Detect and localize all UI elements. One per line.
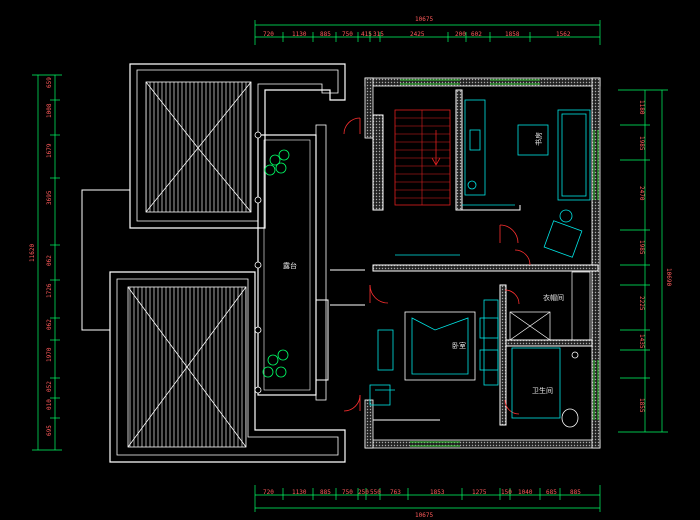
study-label: 书房: [534, 132, 543, 146]
dim-label: 1180: [638, 100, 645, 115]
dressing-fixtures: [509, 271, 591, 341]
top-total-dim: 10675: [415, 16, 433, 23]
dim-label: 1130: [292, 489, 307, 496]
dim-label: 200: [455, 31, 466, 38]
dim-label: 720: [263, 31, 274, 38]
right-dimension-chain: [618, 89, 668, 433]
right-dim-labels: 1180 1985 2470 1985 2225 1435 1855: [638, 100, 645, 413]
dim-label: 1130: [292, 31, 307, 38]
dim-label: 010: [46, 399, 53, 410]
dim-label: 150: [501, 489, 512, 496]
dim-label: 750: [342, 31, 353, 38]
dim-label: 1562: [556, 31, 571, 38]
dressing-label: 衣帽间: [543, 293, 564, 302]
dim-label: 695: [46, 425, 53, 436]
bath-label: 卫生间: [532, 386, 553, 395]
right-total-dim: 10690: [665, 268, 672, 286]
dim-label: 052: [46, 381, 53, 392]
dim-label: 3695: [46, 190, 53, 205]
bath-fixtures: [511, 347, 579, 428]
bedroom-furniture: [369, 299, 499, 406]
roof-lower: [109, 271, 346, 463]
interior-walls: [315, 89, 599, 426]
dim-label: 415: [361, 31, 372, 38]
dim-label: 602: [471, 31, 482, 38]
dim-label: 1970: [46, 347, 53, 362]
dim-label: 885: [320, 489, 331, 496]
dim-label: 659: [46, 77, 53, 88]
dim-label: 550: [370, 489, 381, 496]
dim-label: 720: [263, 489, 274, 496]
bottom-dim-labels: 720 1130 885 750 250 550 763 1853 1275 1…: [263, 489, 581, 496]
dim-label: 685: [546, 489, 557, 496]
dim-label: 1855: [638, 398, 645, 413]
top-dim-labels: 720 1130 885 750 415 315 2425 200 602 18…: [263, 31, 571, 38]
study-furniture: [464, 99, 591, 258]
roof-upper: [129, 63, 346, 229]
dim-label: 250: [358, 489, 369, 496]
dim-label: 1858: [505, 31, 520, 38]
roof-connector: [81, 189, 130, 331]
terrace-label: 露台: [283, 261, 297, 270]
dim-label: 2470: [638, 186, 645, 201]
dim-label: 1679: [46, 143, 53, 158]
plant-icon: [262, 349, 289, 378]
left-dim-labels: 659 1008 1679 3695 062 1726 062 1970 052…: [46, 77, 53, 436]
dim-label: 1985: [638, 240, 645, 255]
dim-label: 315: [373, 31, 384, 38]
dim-label: 1435: [638, 334, 645, 349]
bedroom-label: 卧室: [452, 341, 466, 350]
exterior-walls: [315, 77, 601, 449]
dim-label: 1040: [518, 489, 533, 496]
dim-label: 2225: [638, 296, 645, 311]
doors: [343, 117, 531, 415]
dim-label: 763: [390, 489, 401, 496]
dim-label: 750: [342, 489, 353, 496]
dim-label: 885: [320, 31, 331, 38]
dim-label: 2425: [410, 31, 425, 38]
dim-label: 062: [46, 319, 53, 330]
dim-label: 1275: [472, 489, 487, 496]
left-total-dim: 11620: [29, 244, 36, 262]
top-dimension-chain: [254, 20, 601, 45]
plant-icon: [264, 149, 290, 176]
wall-finish-lines: [375, 204, 515, 391]
dim-label: 1726: [46, 283, 53, 298]
left-dimension-chain: [32, 74, 62, 451]
dim-label: 885: [570, 489, 581, 496]
dim-label: 1008: [46, 103, 53, 118]
staircase: [394, 109, 451, 206]
dim-label: 1985: [638, 136, 645, 151]
dim-label: 062: [46, 255, 53, 266]
dim-label: 1853: [430, 489, 445, 496]
bottom-dimension-chain: [254, 485, 601, 512]
bottom-total-dim: 10675: [415, 512, 433, 519]
windows: [400, 79, 599, 447]
